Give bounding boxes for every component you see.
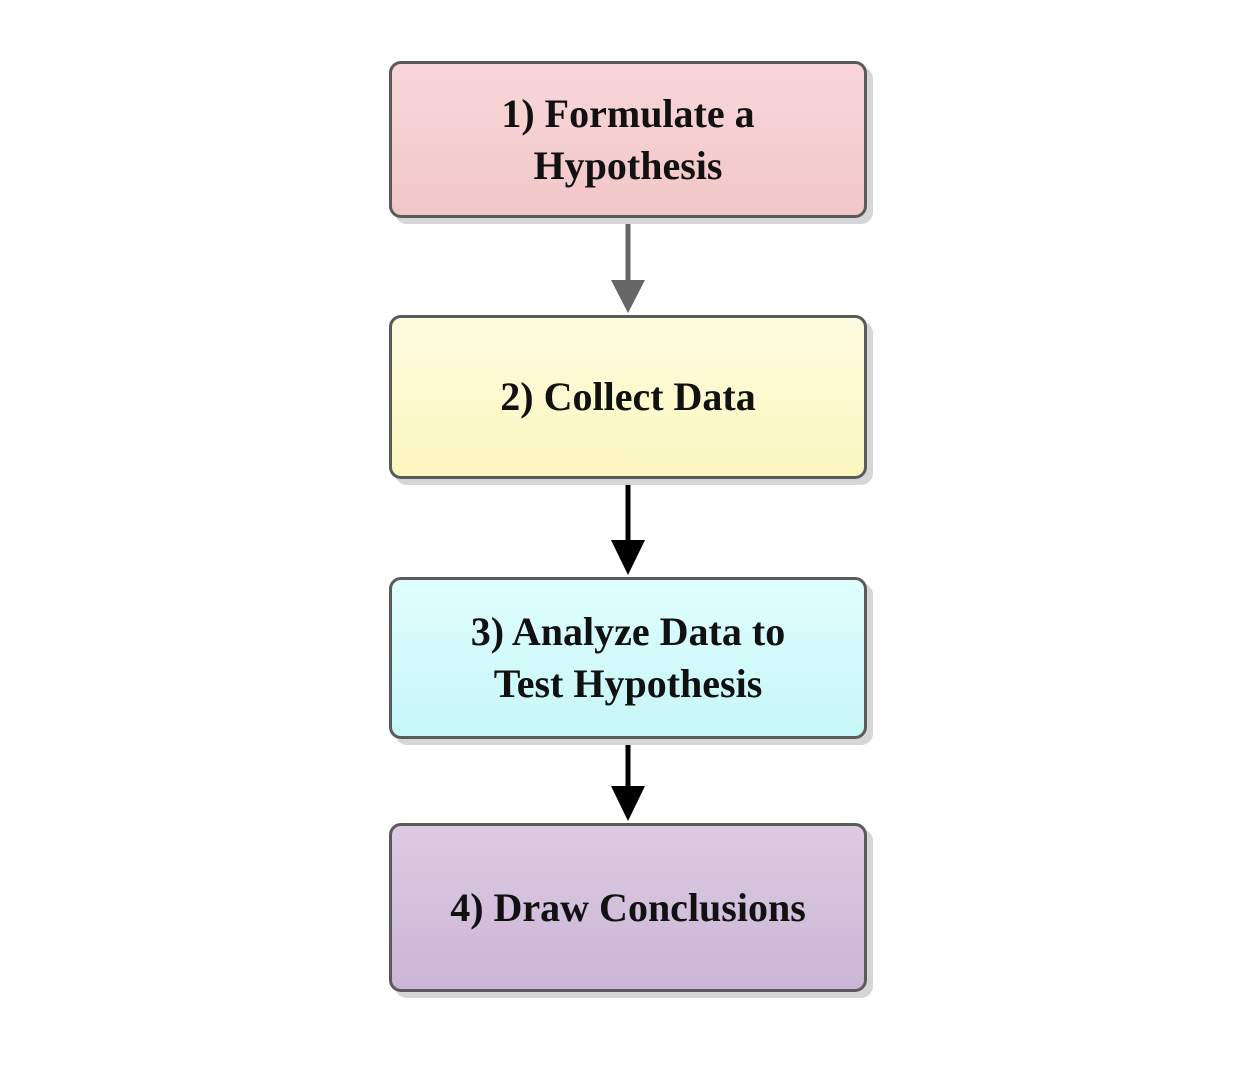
step-collect-data: 2) Collect Data [389, 315, 867, 479]
arrow-step2-to-step3 [611, 479, 645, 575]
step-label-2: 2) Collect Data [500, 374, 756, 419]
step-label-1: 1) Formulate a Hypothesis [501, 90, 755, 188]
arrow-step3-to-step4 [611, 739, 645, 821]
step-label-4: 4) Draw Conclusions [450, 884, 806, 930]
step-formulate-hypothesis: 1) Formulate a Hypothesis [389, 61, 867, 218]
step-draw-conclusions: 4) Draw Conclusions [389, 823, 867, 992]
arrow-step1-to-step2 [611, 218, 645, 313]
step-label-3: 3) Analyze Data to Test Hypothesis [470, 609, 786, 706]
step-analyze-data: 3) Analyze Data to Test Hypothesis [389, 577, 867, 739]
